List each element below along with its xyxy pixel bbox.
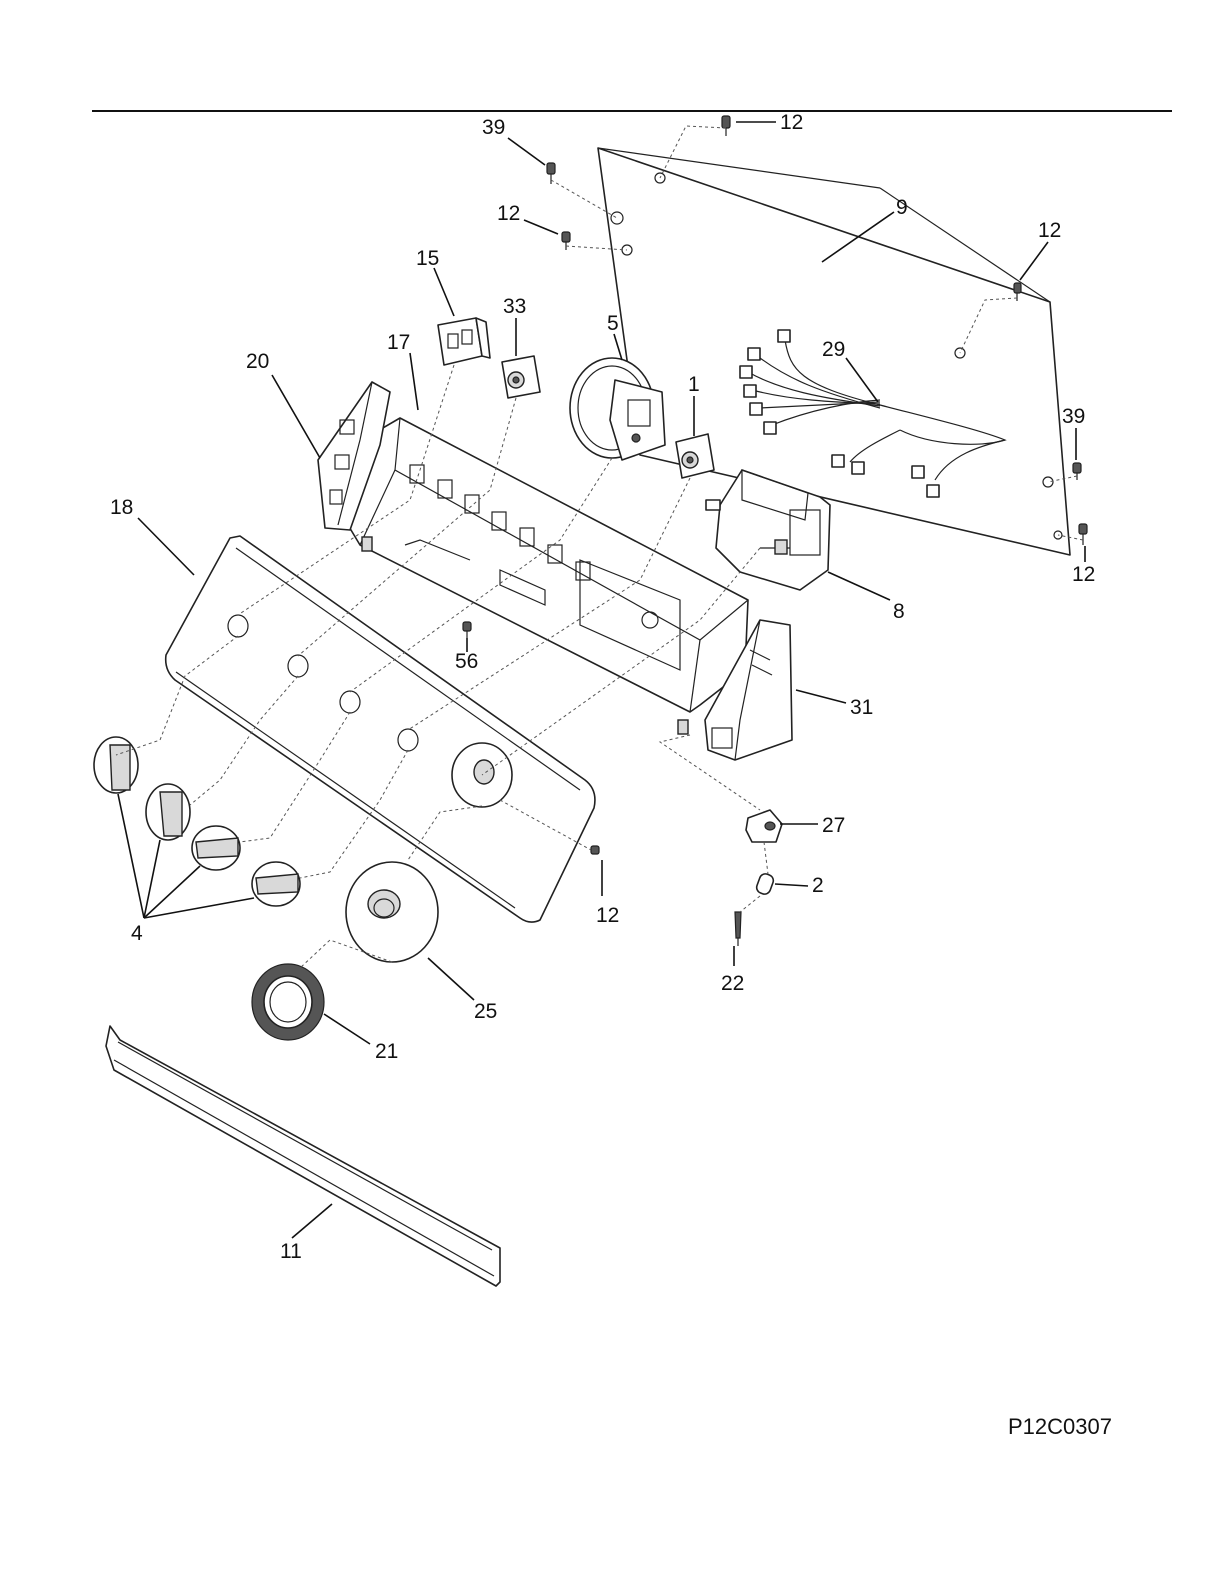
part-2-bushing (755, 872, 775, 896)
screw-56 (463, 622, 471, 638)
callout-15: 15 (416, 247, 439, 270)
callout-8: 8 (893, 600, 905, 623)
part-1-switch (676, 434, 714, 478)
callout-12-top: 12 (780, 111, 803, 134)
part-15-switch (438, 318, 490, 365)
callout-18: 18 (110, 496, 133, 519)
callout-12-left: 12 (497, 202, 520, 225)
callout-21: 21 (375, 1040, 398, 1063)
screw-12-front (591, 846, 599, 854)
part-25-dial-skirt (346, 862, 438, 962)
callout-39-top: 39 (482, 116, 505, 139)
callout-31: 31 (850, 696, 873, 719)
callout-4: 4 (131, 922, 143, 945)
callout-25: 25 (474, 1000, 497, 1023)
part-27-bracket (746, 810, 782, 842)
part-11-trim-strip (106, 1026, 500, 1286)
callout-5: 5 (607, 312, 619, 335)
callout-39-right: 39 (1062, 405, 1085, 428)
part-21-dial-knob (252, 964, 324, 1040)
screw-12-right-bottom (1079, 524, 1087, 545)
callout-56: 56 (455, 650, 478, 673)
drawing-code: P12C0307 (1008, 1414, 1112, 1439)
screw-39-right (1073, 463, 1081, 480)
part-33-switch (502, 356, 540, 398)
part-4-knobs (94, 737, 300, 906)
screw-12-top (722, 116, 730, 136)
screw-39-top (547, 163, 555, 184)
part-22-screw (735, 912, 741, 946)
callout-29: 29 (822, 338, 845, 361)
callout-12-right-top: 12 (1038, 219, 1061, 242)
callout-11: 11 (280, 1240, 302, 1263)
callout-17: 17 (387, 331, 410, 354)
callout-2: 2 (812, 874, 824, 897)
callout-22: 22 (721, 972, 744, 995)
callout-12-front: 12 (596, 904, 619, 927)
callout-27: 27 (822, 814, 845, 837)
callout-20: 20 (246, 350, 269, 373)
callout-12-right-bottom: 12 (1072, 563, 1095, 586)
callout-1: 1 (688, 373, 700, 396)
screw-12-left (562, 232, 570, 250)
callout-33: 33 (503, 295, 526, 318)
callout-9: 9 (896, 196, 908, 219)
